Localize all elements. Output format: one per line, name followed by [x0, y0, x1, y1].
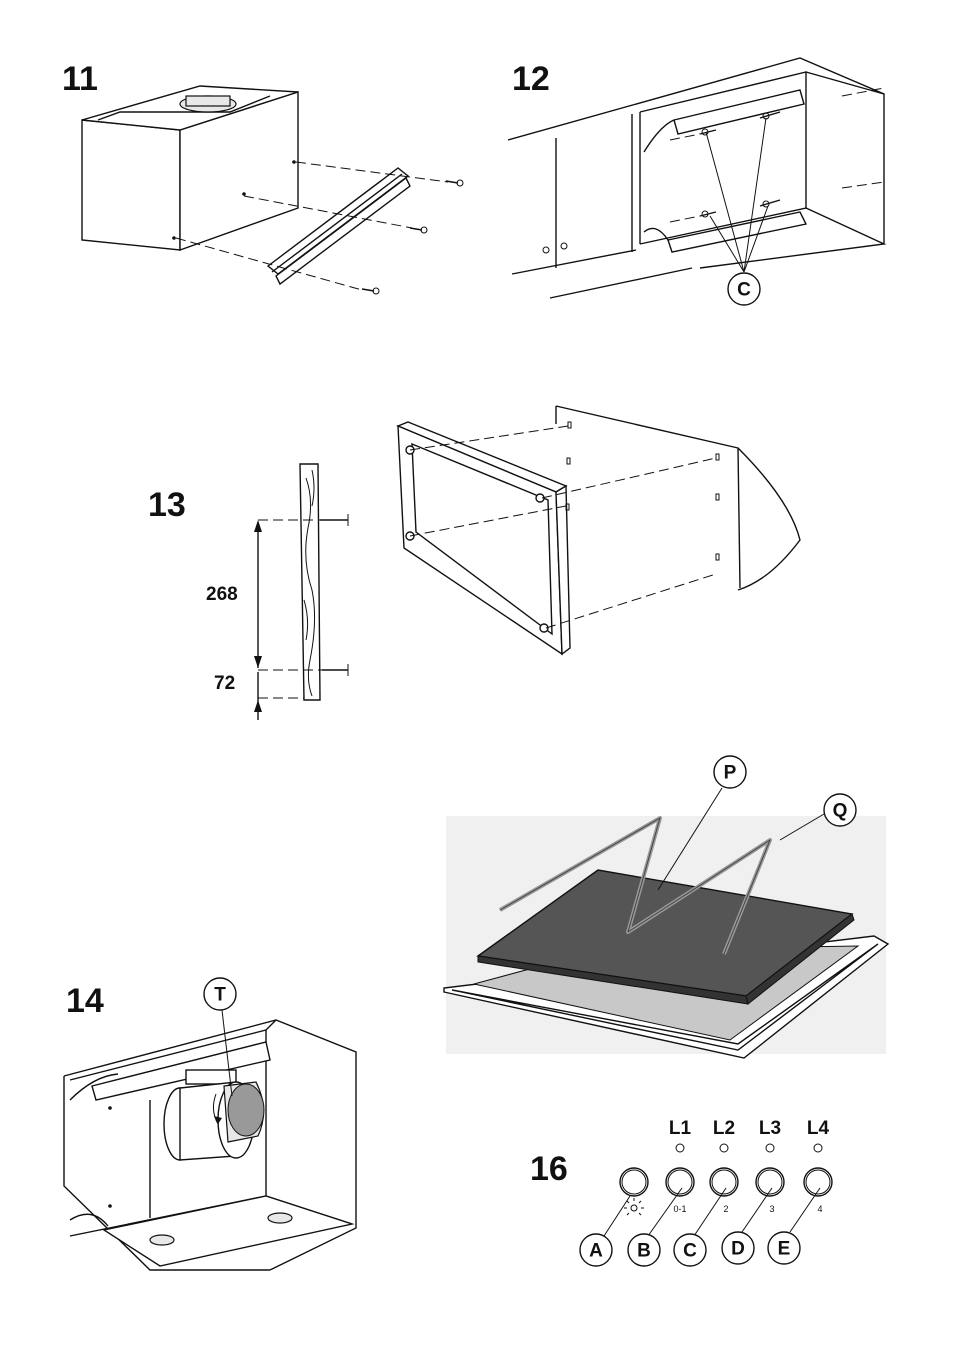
screw-icon: [320, 514, 349, 526]
light-bulb-icon: [624, 1198, 644, 1216]
svg-text:E: E: [778, 1239, 791, 1260]
dimension-line: [254, 520, 262, 720]
mounting-rail: [266, 167, 411, 286]
led-label-l4: L4: [807, 1118, 830, 1139]
figure-12: 12 C: [507, 57, 887, 306]
callout-c-fig12: C: [727, 272, 761, 306]
figure-16-number: 16: [530, 1150, 568, 1188]
svg-text:C: C: [737, 280, 751, 301]
svg-text:D: D: [731, 1239, 745, 1260]
led-l2: [719, 1143, 729, 1153]
led-l1: [675, 1143, 685, 1153]
speed-button-2[interactable]: [709, 1167, 739, 1197]
screw-icon: [699, 210, 717, 218]
svg-text:C: C: [683, 1241, 697, 1262]
dimension-72: 72: [214, 673, 235, 694]
light-button[interactable]: [619, 1167, 649, 1197]
figure-11-number: 11: [62, 60, 98, 98]
callout-e: E: [767, 1231, 801, 1265]
button-mark-0-1: 0-1: [673, 1204, 686, 1214]
figure-14: 14 T: [63, 977, 357, 1271]
figure-12-number: 12: [512, 60, 550, 98]
svg-text:B: B: [637, 1241, 651, 1262]
figure-13-number: 13: [148, 486, 186, 524]
figure-11: 11: [62, 60, 464, 295]
screw-icon: [445, 179, 464, 187]
callout-c-fig16: C: [673, 1233, 707, 1267]
callout-p: P: [713, 755, 747, 789]
svg-text:A: A: [589, 1241, 603, 1262]
dimension-268: 268: [206, 584, 238, 605]
hood-motor-illustration: [63, 1019, 357, 1271]
led-l4: [813, 1143, 823, 1153]
screw-icon: [322, 664, 349, 676]
callout-d: D: [721, 1231, 755, 1265]
retaining-wire-q: [499, 816, 772, 955]
wood-strip-illustration: [299, 463, 321, 701]
callout-b: B: [627, 1233, 661, 1267]
speed-button-4[interactable]: [803, 1167, 833, 1197]
screw-icon: [361, 287, 380, 295]
speed-button-1[interactable]: [665, 1167, 695, 1197]
figure-16: 16 L1 L2 L3 L4: [530, 1118, 833, 1267]
speed-button-3[interactable]: [755, 1167, 785, 1197]
button-mark-2: 2: [723, 1204, 728, 1214]
svg-text:T: T: [214, 985, 226, 1006]
figure-15: 15 P Q: [443, 755, 890, 1059]
screw-icon: [409, 226, 428, 234]
svg-text:P: P: [724, 763, 737, 784]
led-label-l3: L3: [759, 1118, 781, 1139]
led-label-l2: L2: [713, 1118, 735, 1139]
screw-icon: [699, 128, 717, 136]
led-label-l1: L1: [669, 1118, 692, 1139]
hood-box-illustration: [81, 85, 299, 251]
cabinet-underside-illustration: [507, 57, 887, 299]
figure-13: 13 268 72: [148, 405, 801, 720]
svg-text:Q: Q: [833, 801, 848, 822]
button-mark-3: 3: [769, 1204, 774, 1214]
led-l3: [765, 1143, 775, 1153]
screw-icon: [759, 199, 781, 208]
carbon-filter-p: [476, 869, 855, 1005]
callout-a: A: [579, 1233, 613, 1267]
callout-q: Q: [823, 793, 857, 827]
button-mark-4: 4: [817, 1204, 822, 1214]
callout-t: T: [203, 977, 237, 1011]
figure-14-number: 14: [66, 982, 104, 1020]
front-panel-illustration: [396, 405, 801, 656]
